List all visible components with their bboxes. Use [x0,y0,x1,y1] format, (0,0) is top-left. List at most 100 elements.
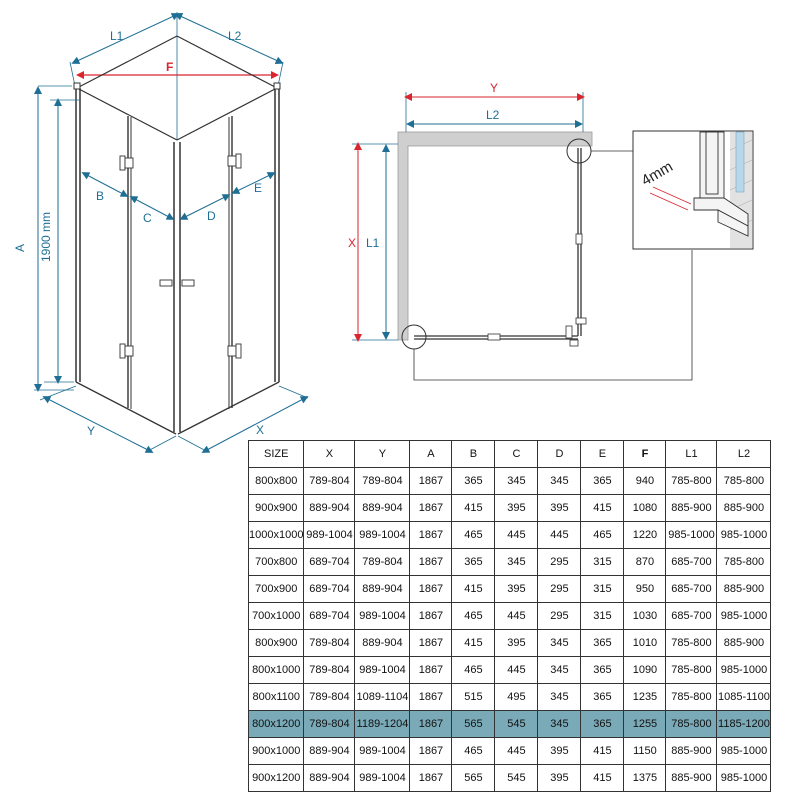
table-cell: 885-900 [716,494,772,522]
table-cell: 445 [494,737,539,765]
table-cell: 785-800 [716,467,772,495]
table-cell: 445 [494,602,539,630]
table-cell: 415 [580,764,625,792]
table-cell: 415 [451,575,496,603]
table-cell: 345 [494,467,539,495]
x-label: X [256,423,264,437]
table-cell: 989-1004 [354,656,411,684]
table-cell: 365 [580,683,625,711]
enclosure-3d-view: L1 L2 F [13,12,309,453]
table-cell: 885-900 [665,494,718,522]
table-cell: 365 [580,467,625,495]
table-cell: 900x1200 [247,764,305,792]
column-header: B [451,440,496,468]
a-label: A [13,244,27,252]
table-cell: 465 [451,656,496,684]
table-cell: 785-800 [665,683,718,711]
table-cell: 395 [537,494,582,522]
l1-label: L1 [110,29,124,43]
table-cell: 515 [451,683,496,711]
handle-icon [159,279,195,287]
column-header: D [537,440,582,468]
table-cell: 785-800 [665,467,718,495]
plan-x-label: X [348,236,356,250]
column-header: Y [354,440,411,468]
table-cell: 315 [580,548,625,576]
table-cell: 689-704 [303,602,356,630]
table-cell: 1090 [623,656,667,684]
plan-l1-label: L1 [366,236,380,250]
e-label: E [254,181,262,195]
table-cell: 345 [537,683,582,711]
table-cell: 395 [494,629,539,657]
table-cell: 415 [451,629,496,657]
table-cell: 1867 [409,494,453,522]
hinge-icon [119,153,242,359]
enclosure-plan-view: Y L2 X L1 [348,81,693,381]
table-cell: 700x900 [247,575,305,603]
table-cell: 1867 [409,575,453,603]
table-cell: 365 [451,548,496,576]
table-cell: 1085-1100 [716,683,772,711]
c-label: C [143,211,152,225]
table-cell: 1867 [409,710,453,738]
table-cell: 989-1004 [354,521,411,549]
table-cell: 985-1000 [716,602,772,630]
table-cell: 985-1000 [716,737,772,765]
table-cell: 295 [537,602,582,630]
table-cell: 365 [580,629,625,657]
table-cell: 789-804 [303,656,356,684]
table-cell: 545 [494,764,539,792]
table-cell: 395 [537,764,582,792]
column-header: C [494,440,539,468]
table-cell: 465 [451,602,496,630]
table-cell: 989-1004 [303,521,356,549]
table-cell: 1867 [409,467,453,495]
table-cell: 295 [537,575,582,603]
table-cell: 789-804 [303,629,356,657]
table-cell: 1867 [409,737,453,765]
table-cell: 889-904 [354,494,411,522]
table-cell: 1185-1200 [716,710,772,738]
table-cell: 889-904 [303,737,356,765]
l2-label: L2 [228,29,242,43]
table-cell: 465 [580,521,625,549]
table-cell: 415 [451,494,496,522]
table-cell: 1030 [623,602,667,630]
table-cell: 1255 [623,710,667,738]
detail-inset: 4mm [632,130,754,250]
table-cell: 785-800 [716,548,772,576]
table-cell: 345 [494,548,539,576]
table-cell: 885-900 [716,575,772,603]
table-cell: 345 [537,629,582,657]
table-cell: 889-904 [354,575,411,603]
table-cell: 345 [537,710,582,738]
table-cell: 885-900 [665,737,718,765]
table-cell: 789-804 [354,548,411,576]
table-cell: 985-1000 [716,656,772,684]
table-cell: 700x1000 [247,602,305,630]
table-cell: 1867 [409,521,453,549]
l1-dimension-line [71,13,180,64]
table-cell: 985-1000 [665,521,718,549]
table-cell: 465 [451,521,496,549]
table-cell: 395 [537,737,582,765]
table-cell: 365 [580,710,625,738]
column-header: F [623,440,667,468]
table-cell: 870 [623,548,667,576]
table-cell: 415 [580,737,625,765]
table-cell: 685-700 [665,602,718,630]
table-cell: 885-900 [716,629,772,657]
table-cell: 1867 [409,683,453,711]
table-cell: 315 [580,575,625,603]
plan-l2-label: L2 [486,108,500,122]
